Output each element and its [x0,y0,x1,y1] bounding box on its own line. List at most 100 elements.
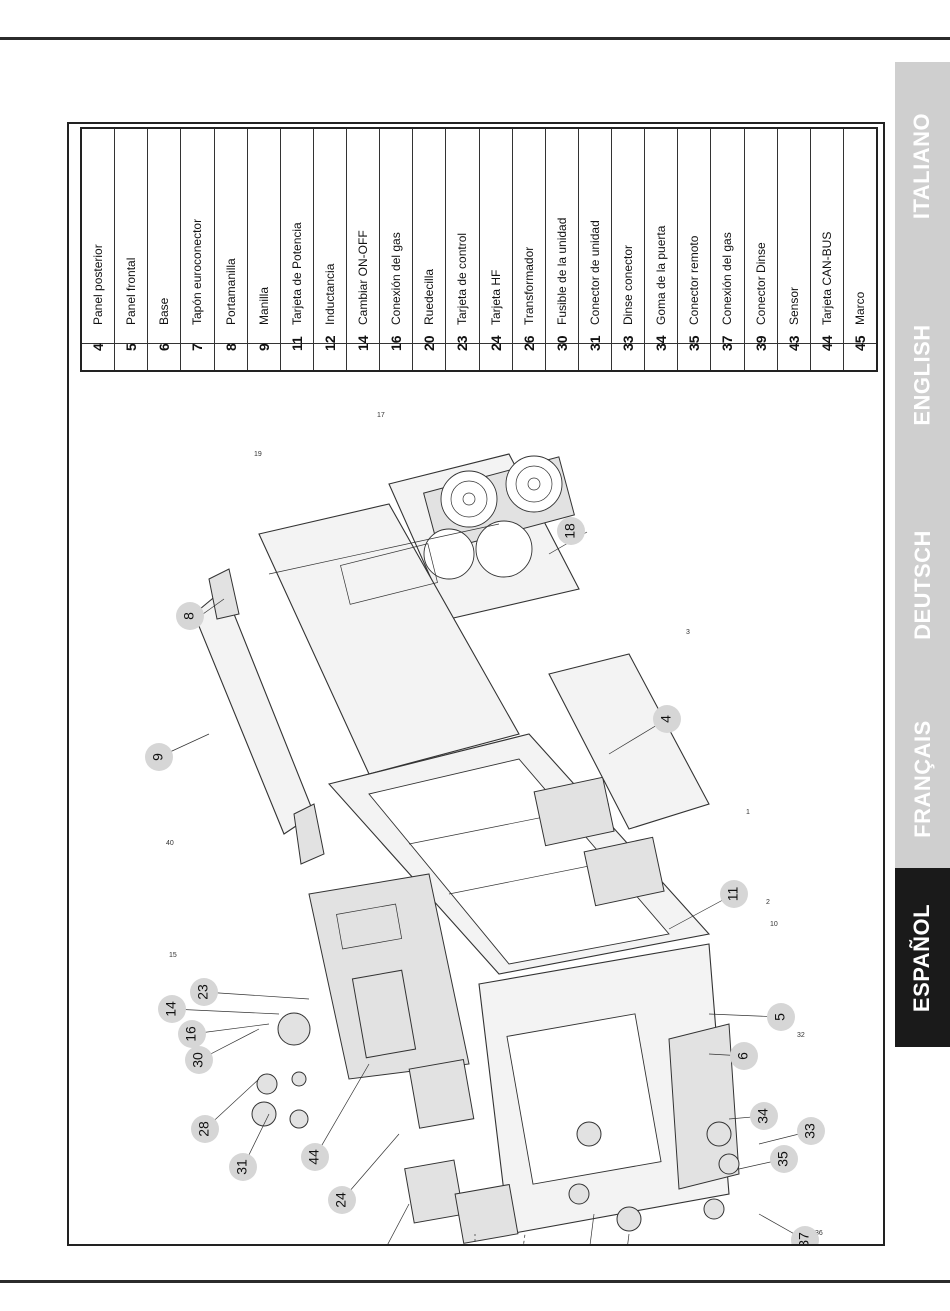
tag-2: 2 [766,899,770,906]
svg-text:16: 16 [183,1026,199,1042]
part-number: 31 [586,335,603,351]
svg-text:33: 33 [802,1123,818,1139]
callout-35: 35 [770,1145,798,1173]
part-number: 24 [487,335,504,351]
table-row: Manilla 9 [247,129,281,370]
tab-deutsch[interactable]: DEUTSCH [895,480,950,691]
part-name: Base [157,297,172,325]
table-row: Tarjeta HF 24 [479,129,513,370]
handle-assembly [193,568,325,865]
part-name: Manilla [256,286,271,325]
part-number: 7 [189,343,206,351]
part-number: 12 [321,335,338,351]
callout-44: 44 [301,1143,329,1171]
part-name: Tarjeta CAN-BUS [819,231,834,325]
tag-15: 15 [169,952,177,959]
part-name: Inductancia [322,263,337,325]
svg-text:37: 37 [796,1232,812,1244]
tag-40: 40 [166,840,174,847]
part-number: 16 [388,335,405,351]
callout-28: 28 [191,1115,219,1143]
tag-1: 1 [746,809,750,816]
svg-text:14: 14 [163,1001,179,1017]
part-number: 14 [355,335,372,351]
callout-14: 14 [158,995,186,1023]
table-row: Base 6 [148,129,182,370]
part-name: Portamanilla [223,258,238,325]
tab-italiano[interactable]: ITALIANO [895,62,950,271]
callout-11: 11 [720,880,748,908]
part-number: 39 [752,335,769,351]
tab-italiano-label: ITALIANO [909,112,935,220]
part-name: Fusible de la unidad [554,217,569,325]
callout-23: 23 [190,978,218,1006]
svg-text:44: 44 [306,1149,322,1165]
tab-francais[interactable]: FRANÇAIS [895,690,950,869]
tab-english-label: ENGLISH [909,324,935,426]
tab-espanol-label: ESPAÑOL [909,903,935,1012]
callout-37: 37 [791,1226,819,1244]
exploded-view-drawing: 17 19 3 1 2 10 40 15 32 36 18 8 9 4 11 5… [145,412,825,1244]
part-number: 6 [156,343,173,351]
part-name: Tapón euroconector [190,218,205,325]
tag-19: 19 [254,451,262,458]
table-row: Tarjeta de control 23 [446,129,480,370]
part-name: Tarjeta de Potencia [289,222,304,325]
bottom-rule [0,1280,950,1283]
callout-6: 6 [730,1042,758,1070]
part-number: 4 [90,343,107,351]
part-name: Sensor [786,286,801,325]
part-name: Panel frontal [124,257,139,325]
main-chassis [327,653,711,975]
callout-24: 24 [328,1186,356,1214]
tag-36: 36 [815,1230,823,1237]
top-rule [0,37,950,40]
table-row: Tarjeta CAN-BUS 44 [810,129,844,370]
callout-4: 4 [653,705,681,733]
table-row: Inductancia 12 [313,129,347,370]
svg-text:11: 11 [725,887,741,902]
svg-text:4: 4 [658,715,674,723]
part-number: 33 [620,335,637,351]
part-name: Tarjeta HF [488,269,503,325]
part-name: Tarjeta de control [455,232,470,325]
svg-text:24: 24 [333,1192,349,1208]
part-number: 45 [851,335,868,351]
part-number: 35 [686,335,703,351]
part-number: 37 [719,335,736,351]
svg-text:23: 23 [195,984,211,1000]
tab-english[interactable]: ENGLISH [895,270,950,481]
callout-8: 8 [176,602,204,630]
callout-9: 9 [145,743,173,771]
part-number: 26 [520,335,537,351]
callout-18: 18 [557,517,585,545]
svg-text:8: 8 [181,612,197,620]
svg-text:34: 34 [755,1108,771,1124]
part-number: 9 [255,343,272,351]
language-tabs: ITALIANO ENGLISH DEUTSCH FRANÇAIS ESPAÑO… [895,62,950,1048]
tab-espanol[interactable]: ESPAÑOL [895,868,950,1048]
tab-francais-label: FRANÇAIS [909,720,935,838]
svg-text:31: 31 [234,1159,250,1175]
part-number: 23 [454,335,471,351]
connector-parts [251,969,740,1244]
part-number: 20 [421,335,438,351]
callout-34: 34 [750,1102,778,1130]
part-number: 43 [785,335,802,351]
part-name: Conector Dinse [753,242,768,325]
part-number: 8 [222,343,239,351]
svg-text:9: 9 [150,753,166,761]
svg-text:30: 30 [190,1052,206,1068]
part-number: 44 [818,335,835,351]
svg-text:35: 35 [775,1151,791,1167]
